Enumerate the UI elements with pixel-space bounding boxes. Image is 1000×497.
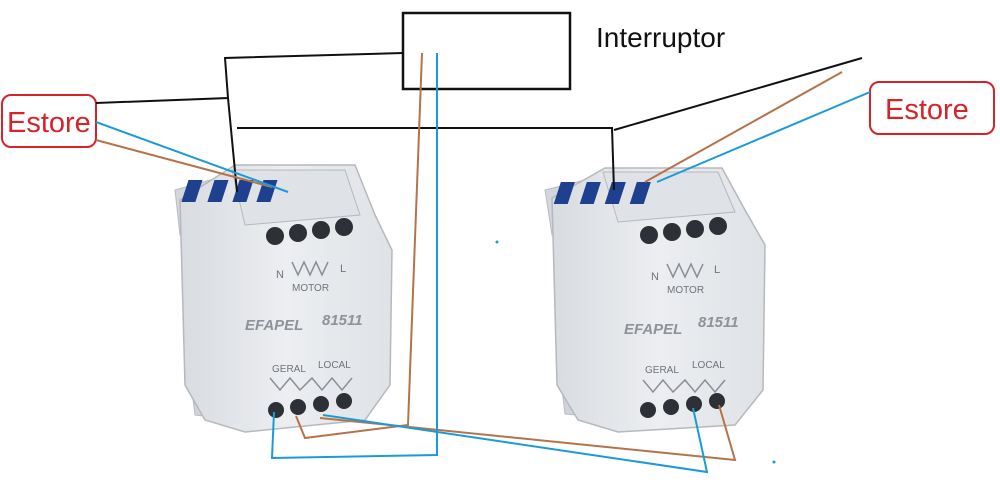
right-model: 81511: [698, 314, 739, 331]
right-local-label: LOCAL: [692, 360, 725, 371]
module-right: N MOTOR L EFAPEL 81511 GERAL LOCAL: [544, 167, 766, 433]
left-local-label: LOCAL: [318, 360, 351, 371]
right-geral-label: GERAL: [645, 365, 679, 376]
left-n-label: N: [276, 269, 284, 281]
module-left: N MOTOR L EFAPEL 81511 GERAL LOCAL: [174, 164, 393, 433]
left-l-label: L: [340, 263, 346, 275]
right-n-label: N: [651, 271, 659, 283]
switch-label: Interruptor: [596, 22, 725, 53]
left-brand: EFAPEL: [245, 317, 303, 334]
left-top-terminal-slots: [181, 180, 278, 202]
wires-blue: [95, 53, 871, 474]
left-estore-label: Estore: [7, 107, 91, 139]
right-estore-label: Estore: [885, 94, 969, 126]
left-model: 81511: [322, 312, 363, 329]
right-l-label: L: [714, 264, 720, 276]
left-top-screw-holes: [266, 218, 353, 245]
right-estore-box: Estore: [869, 81, 995, 135]
right-top-terminal-slots: [553, 182, 651, 204]
left-geral-label: GERAL: [272, 364, 306, 375]
right-bottom-screw-holes: [640, 393, 725, 418]
left-bottom-screw-holes: [268, 393, 352, 418]
right-motor-label: MOTOR: [667, 285, 704, 296]
left-motor-label: MOTOR: [292, 283, 329, 294]
left-estore-box: Estore: [1, 94, 97, 148]
wires-brown: [95, 52, 843, 462]
right-brand: EFAPEL: [624, 321, 682, 338]
right-top-screw-holes: [640, 217, 727, 244]
switch-box: [401, 11, 572, 91]
